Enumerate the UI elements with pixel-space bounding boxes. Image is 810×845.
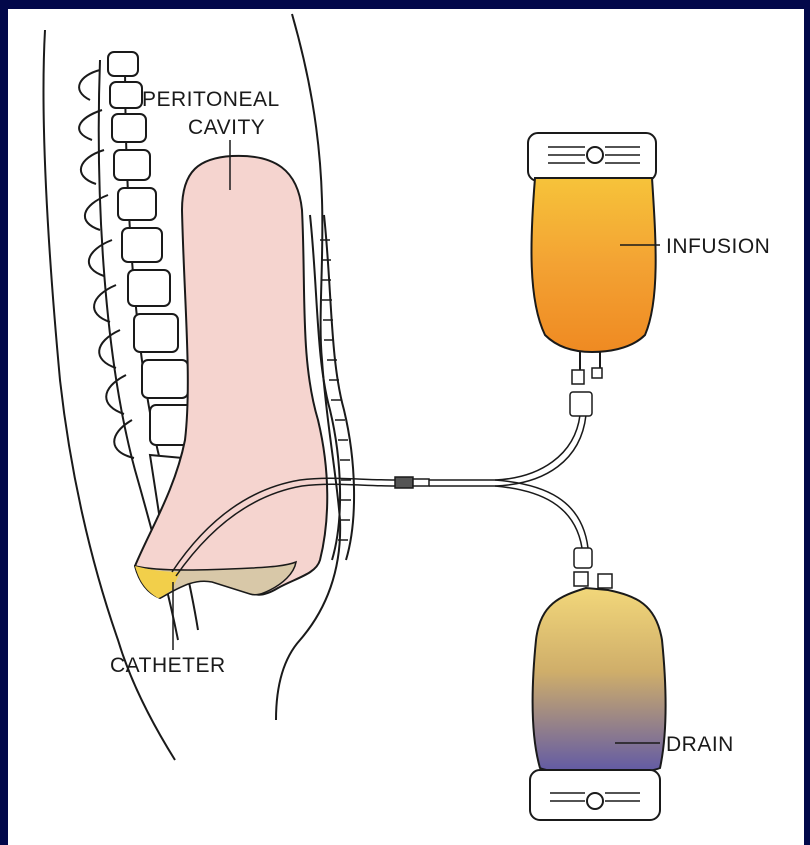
peritoneal-dialysis-diagram: PERITONEAL CAVITY INFUSION CATHETER DRAI… — [8, 9, 804, 845]
label-peritoneal: PERITONEAL — [142, 88, 280, 111]
diagram-canvas: PERITONEAL CAVITY INFUSION CATHETER DRAI… — [8, 9, 804, 845]
label-drain: DRAIN — [666, 733, 734, 756]
drain-fluid — [533, 588, 666, 774]
drain-bag — [530, 548, 666, 820]
infusion-bag — [528, 133, 656, 416]
label-catheter: CATHETER — [110, 654, 226, 677]
label-cavity: CAVITY — [188, 116, 265, 139]
y-tubing — [429, 415, 588, 548]
tube-connector — [395, 477, 429, 488]
label-infusion: INFUSION — [666, 235, 770, 258]
infusion-fluid — [531, 178, 655, 352]
